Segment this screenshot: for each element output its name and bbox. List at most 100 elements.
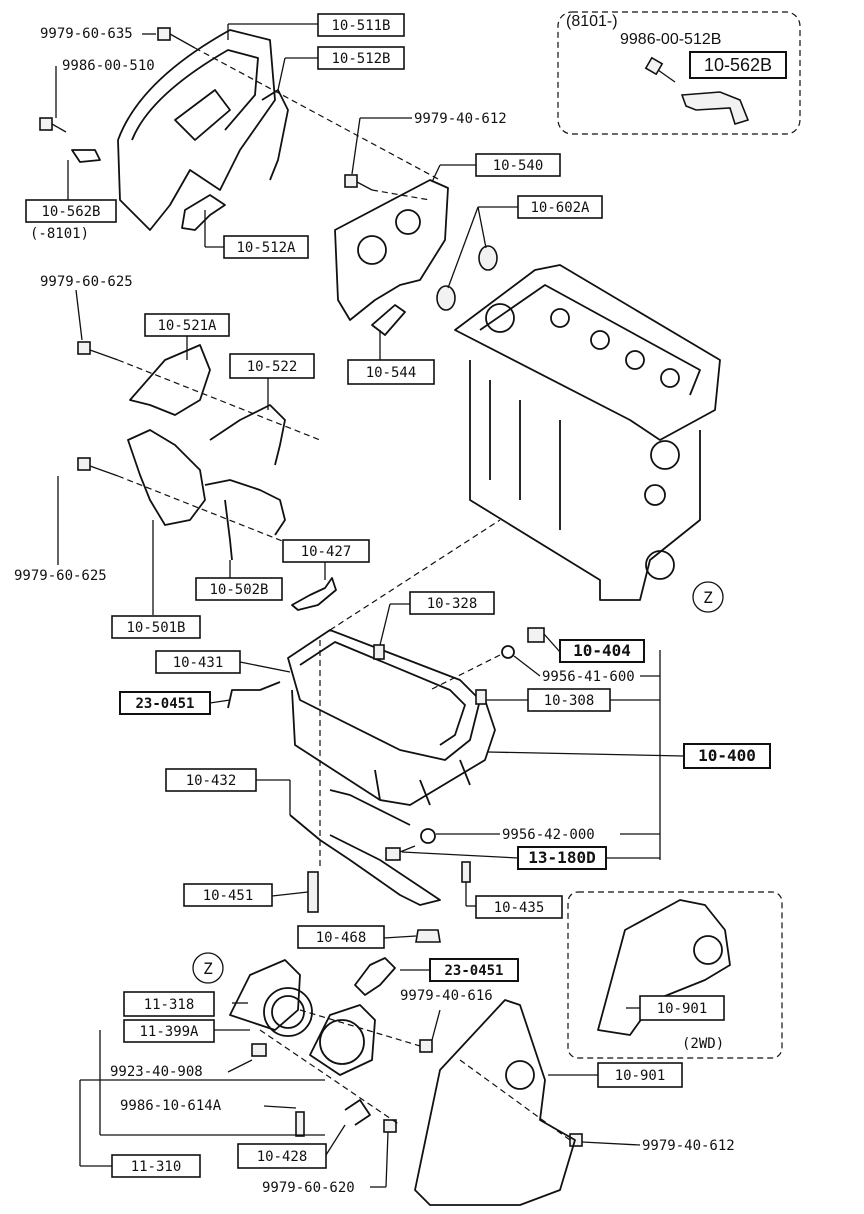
dashed-guide-lines	[117, 47, 571, 1141]
middle-cover-gasket	[209, 404, 286, 466]
rear-oil-seal	[263, 987, 313, 1037]
ref-z-circle-1	[692, 581, 724, 613]
svg-text:10-562B: 10-562B	[704, 55, 772, 75]
callout-10-400: 10-400	[683, 743, 771, 769]
oil-pan-baffle-strip	[329, 789, 411, 826]
callout-11-310: 11-310	[111, 1154, 201, 1178]
callout-10-901-inset: 10-901	[639, 995, 725, 1021]
timing-belt-guide	[291, 577, 337, 611]
oil-level-sensor	[227, 681, 281, 709]
camshaft-seal-upper	[478, 245, 498, 271]
lower-cover-gasket	[204, 479, 286, 561]
dowel-10-328	[373, 644, 385, 660]
rear-seal-housing	[229, 959, 301, 1031]
svg-text:10-400: 10-400	[698, 746, 756, 765]
plate-bracket	[371, 304, 406, 336]
callout-10-501B: 10-501B	[111, 615, 201, 639]
callout-10-427: 10-427	[282, 539, 370, 563]
callout-10-544: 10-544	[347, 359, 435, 385]
plug-10-308	[475, 689, 487, 705]
callout-11-318: 11-318	[123, 991, 215, 1017]
callout-10-512B: 10-512B	[317, 46, 405, 70]
ref-z-label-1: Z	[703, 588, 713, 607]
svg-text:10-431: 10-431	[173, 655, 224, 671]
oil-pan-gasket-strip	[289, 814, 441, 906]
small-gasket	[181, 194, 226, 231]
svg-text:10-521A: 10-521A	[157, 318, 217, 334]
rear-cover	[309, 1004, 376, 1076]
part-9956-41-600: 9956-41-600	[542, 669, 635, 685]
inset-bracket	[680, 91, 750, 125]
bracket-small	[71, 149, 101, 163]
lower-timing-cover	[127, 429, 206, 526]
leader-lines	[55, 23, 685, 1188]
pin-9923-40-908-icon	[251, 1043, 267, 1057]
svg-text:23-0451: 23-0451	[135, 696, 194, 712]
callout-10-328: 10-328	[409, 591, 495, 615]
svg-text:10-427: 10-427	[301, 544, 352, 560]
callout-10-308: 10-308	[527, 688, 611, 712]
callout-10-521A: 10-521A	[144, 313, 230, 337]
drive-type-note: (2WD)	[682, 1036, 724, 1052]
crank-sensor	[354, 957, 396, 996]
part-9979-40-616: 9979-40-616	[400, 988, 493, 1004]
svg-text:10-432: 10-432	[186, 773, 237, 789]
callout-10-511B: 10-511B	[317, 13, 405, 37]
inset-8101-box	[557, 11, 801, 135]
svg-text:10-901: 10-901	[615, 1068, 666, 1084]
svg-text:10-328: 10-328	[427, 596, 478, 612]
bolt-9979-60-635-icon	[157, 27, 196, 49]
svg-text:10-540: 10-540	[493, 158, 544, 174]
camshaft-seal-lower	[436, 285, 456, 311]
bolt-9986-00-510-icon	[39, 117, 67, 133]
callout-13-180D: 13-180D	[517, 846, 607, 870]
upper-timing-cover	[117, 29, 276, 231]
callout-10-432: 10-432	[165, 768, 257, 792]
svg-text:10-501B: 10-501B	[126, 620, 185, 636]
callout-23-0451-upper: 23-0451	[119, 691, 211, 715]
clip-10-428	[344, 1099, 371, 1126]
oil-pan	[287, 629, 496, 806]
callout-10-502B: 10-502B	[195, 577, 283, 601]
callout-10-404: 10-404	[559, 639, 645, 663]
callout-23-0451-lower: 23-0451	[429, 958, 519, 982]
svg-text:11-310: 11-310	[131, 1159, 182, 1175]
svg-text:13-180D: 13-180D	[528, 848, 595, 867]
callout-10-540: 10-540	[475, 153, 561, 177]
svg-text:10-901: 10-901	[657, 1001, 708, 1017]
callout-10-602A: 10-602A	[517, 195, 603, 219]
svg-text:10-511B: 10-511B	[331, 18, 390, 34]
washer-9956-41-600	[501, 645, 515, 659]
bolt-9979-60-625-upper-icon	[77, 341, 119, 361]
callout-10-522: 10-522	[229, 353, 315, 379]
svg-text:10-512A: 10-512A	[236, 240, 296, 256]
pin-9986-10-614A-icon	[295, 1111, 305, 1137]
svg-text:23-0451: 23-0451	[444, 963, 503, 979]
part-9979-60-625-lower: 9979-60-625	[14, 568, 107, 584]
drain-bolt-10-404	[527, 627, 545, 643]
serial-to-note: (-8101)	[30, 226, 89, 242]
svg-text:10-468: 10-468	[316, 930, 367, 946]
svg-text:10-428: 10-428	[257, 1149, 308, 1165]
part-9979-40-612-upper: 9979-40-612	[414, 111, 507, 127]
part-9923-40-908: 9923-40-908	[110, 1064, 203, 1080]
upper-cover-gasket	[261, 89, 289, 181]
callout-11-399A: 11-399A	[123, 1019, 215, 1043]
timing-belt-rear-plate	[334, 179, 449, 321]
ref-z-label-2: Z	[203, 959, 213, 978]
washer-9956-42-000	[420, 828, 436, 844]
callout-10-428: 10-428	[237, 1143, 327, 1169]
part-9986-00-510: 9986-00-510	[62, 58, 155, 74]
part-9979-60-625-upper: 9979-60-625	[40, 274, 133, 290]
svg-text:11-399A: 11-399A	[139, 1024, 199, 1040]
part-9979-60-635: 9979-60-635	[40, 26, 133, 42]
part-9979-60-620: 9979-60-620	[262, 1180, 355, 1196]
svg-text:10-522: 10-522	[247, 359, 298, 375]
end-plate-large	[414, 999, 576, 1206]
callout-10-435: 10-435	[475, 895, 563, 919]
bolt-9979-60-625-lower-icon	[77, 457, 119, 477]
inset-2wd-box	[567, 891, 783, 1059]
part-9979-40-612-lower: 9979-40-612	[642, 1138, 735, 1154]
svg-text:10-544: 10-544	[366, 365, 417, 381]
svg-text:10-562B: 10-562B	[41, 204, 100, 220]
